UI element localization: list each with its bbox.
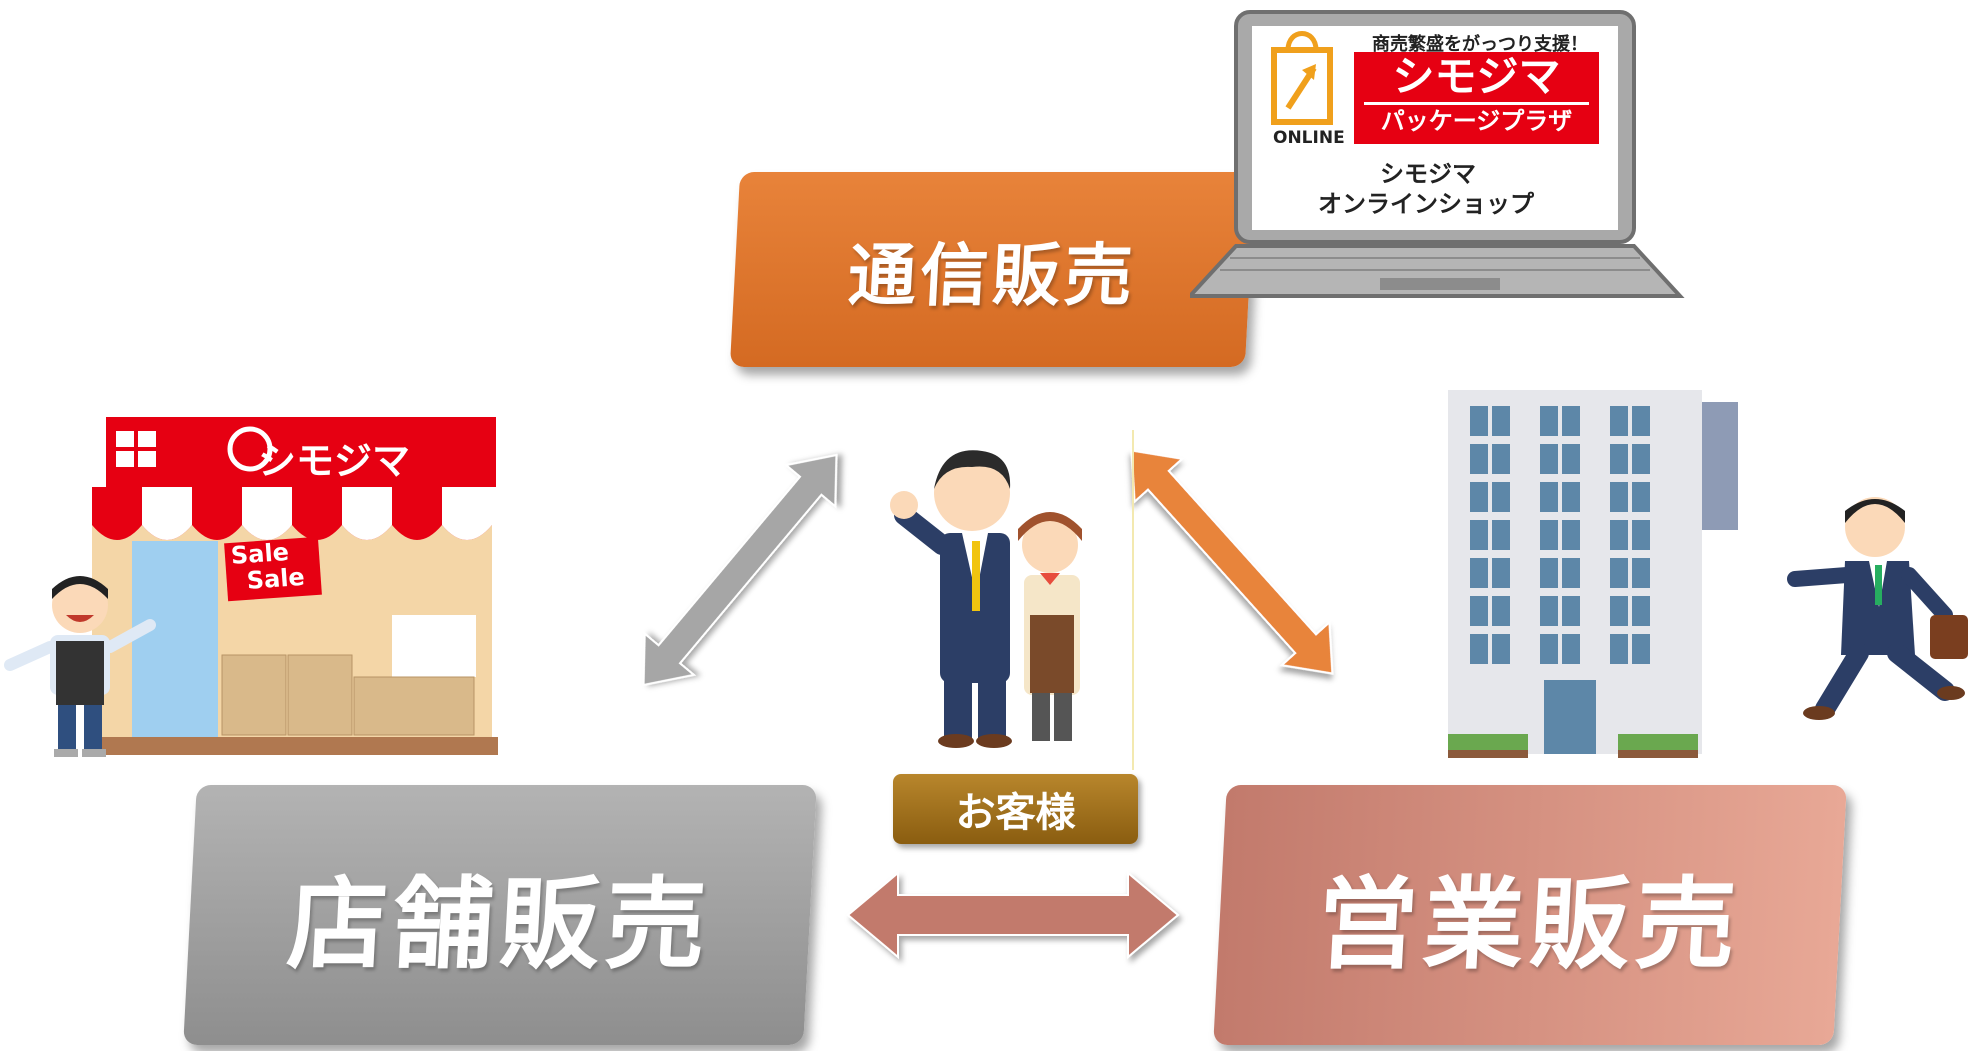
- store-sales-label: 店舗販売: [284, 865, 715, 983]
- building-window: [1610, 558, 1628, 588]
- building-window: [1470, 406, 1488, 436]
- building-window: [1470, 634, 1488, 664]
- building-window: [1632, 634, 1650, 664]
- building-window: [1470, 596, 1488, 626]
- building-window: [1610, 406, 1628, 436]
- building-window: [1562, 444, 1580, 474]
- laptop-shop-line1: シモジマ: [1380, 160, 1476, 188]
- building-window: [1562, 482, 1580, 512]
- building-window: [1610, 634, 1628, 664]
- laptop-brand-logo: シモジマ パッケージプラザ: [1354, 52, 1599, 144]
- building-window: [1562, 520, 1580, 550]
- building-window: [1632, 558, 1650, 588]
- laptop-shop-line2: オンラインショップ: [1318, 190, 1534, 218]
- building-window: [1540, 444, 1558, 474]
- building-window: [1492, 482, 1510, 512]
- building-window: [1470, 482, 1488, 512]
- building-window: [1470, 520, 1488, 550]
- building-window: [1492, 558, 1510, 588]
- building-window: [1540, 634, 1558, 664]
- store-sales-arrow: [846, 870, 1180, 960]
- field-sales-label: 営業販売: [1314, 865, 1745, 983]
- field-sales-card: 営業販売: [1213, 785, 1847, 1045]
- building-window: [1492, 406, 1510, 436]
- building-window: [1540, 520, 1558, 550]
- office-building-icon: [1448, 390, 1738, 758]
- store-sales-card: 店舗販売: [183, 785, 817, 1045]
- customer-label: お客様: [955, 790, 1076, 836]
- store-sale-sign: Sale Sale: [224, 536, 322, 602]
- building-window: [1470, 444, 1488, 474]
- building-window: [1632, 444, 1650, 474]
- shopkeeper-icon: [4, 576, 156, 757]
- building-window: [1610, 444, 1628, 474]
- building-window: [1540, 596, 1558, 626]
- building-window: [1492, 634, 1510, 664]
- store-brand-sign: シモジマ: [258, 439, 411, 483]
- building-window: [1492, 444, 1510, 474]
- building-window: [1632, 406, 1650, 436]
- customers-icon: [890, 450, 1082, 748]
- store-sale-text-2: Sale: [245, 562, 306, 595]
- building-window: [1492, 596, 1510, 626]
- building-window: [1540, 406, 1558, 436]
- building-window: [1562, 558, 1580, 588]
- building-window: [1470, 558, 1488, 588]
- building-window: [1632, 520, 1650, 550]
- building-window: [1540, 558, 1558, 588]
- mail-order-label: 通信販売: [846, 237, 1139, 316]
- building-window: [1610, 520, 1628, 550]
- shop-icon: [88, 417, 498, 755]
- laptop-online-label: ONLINE: [1273, 128, 1345, 148]
- building-window: [1632, 482, 1650, 512]
- salesperson-icon: [1787, 497, 1968, 720]
- mail-order-card: 通信販売: [729, 172, 1256, 367]
- building-window: [1610, 482, 1628, 512]
- customer-badge: お客様: [893, 774, 1138, 844]
- building-window: [1540, 482, 1558, 512]
- building-window: [1562, 406, 1580, 436]
- building-window: [1632, 596, 1650, 626]
- online-bag-icon: [1271, 31, 1333, 125]
- laptop-tagline: 商売繁盛をがっつり支援！: [1372, 34, 1588, 55]
- building-window: [1610, 596, 1628, 626]
- building-window: [1562, 596, 1580, 626]
- customer-sales-arrow: [1130, 449, 1334, 675]
- laptop-plaza-name: パッケージプラザ: [1364, 102, 1589, 137]
- store-customer-arrow: [642, 453, 838, 687]
- building-window: [1492, 520, 1510, 550]
- building-window: [1562, 634, 1580, 664]
- laptop-brand-name: シモジマ: [1392, 52, 1561, 101]
